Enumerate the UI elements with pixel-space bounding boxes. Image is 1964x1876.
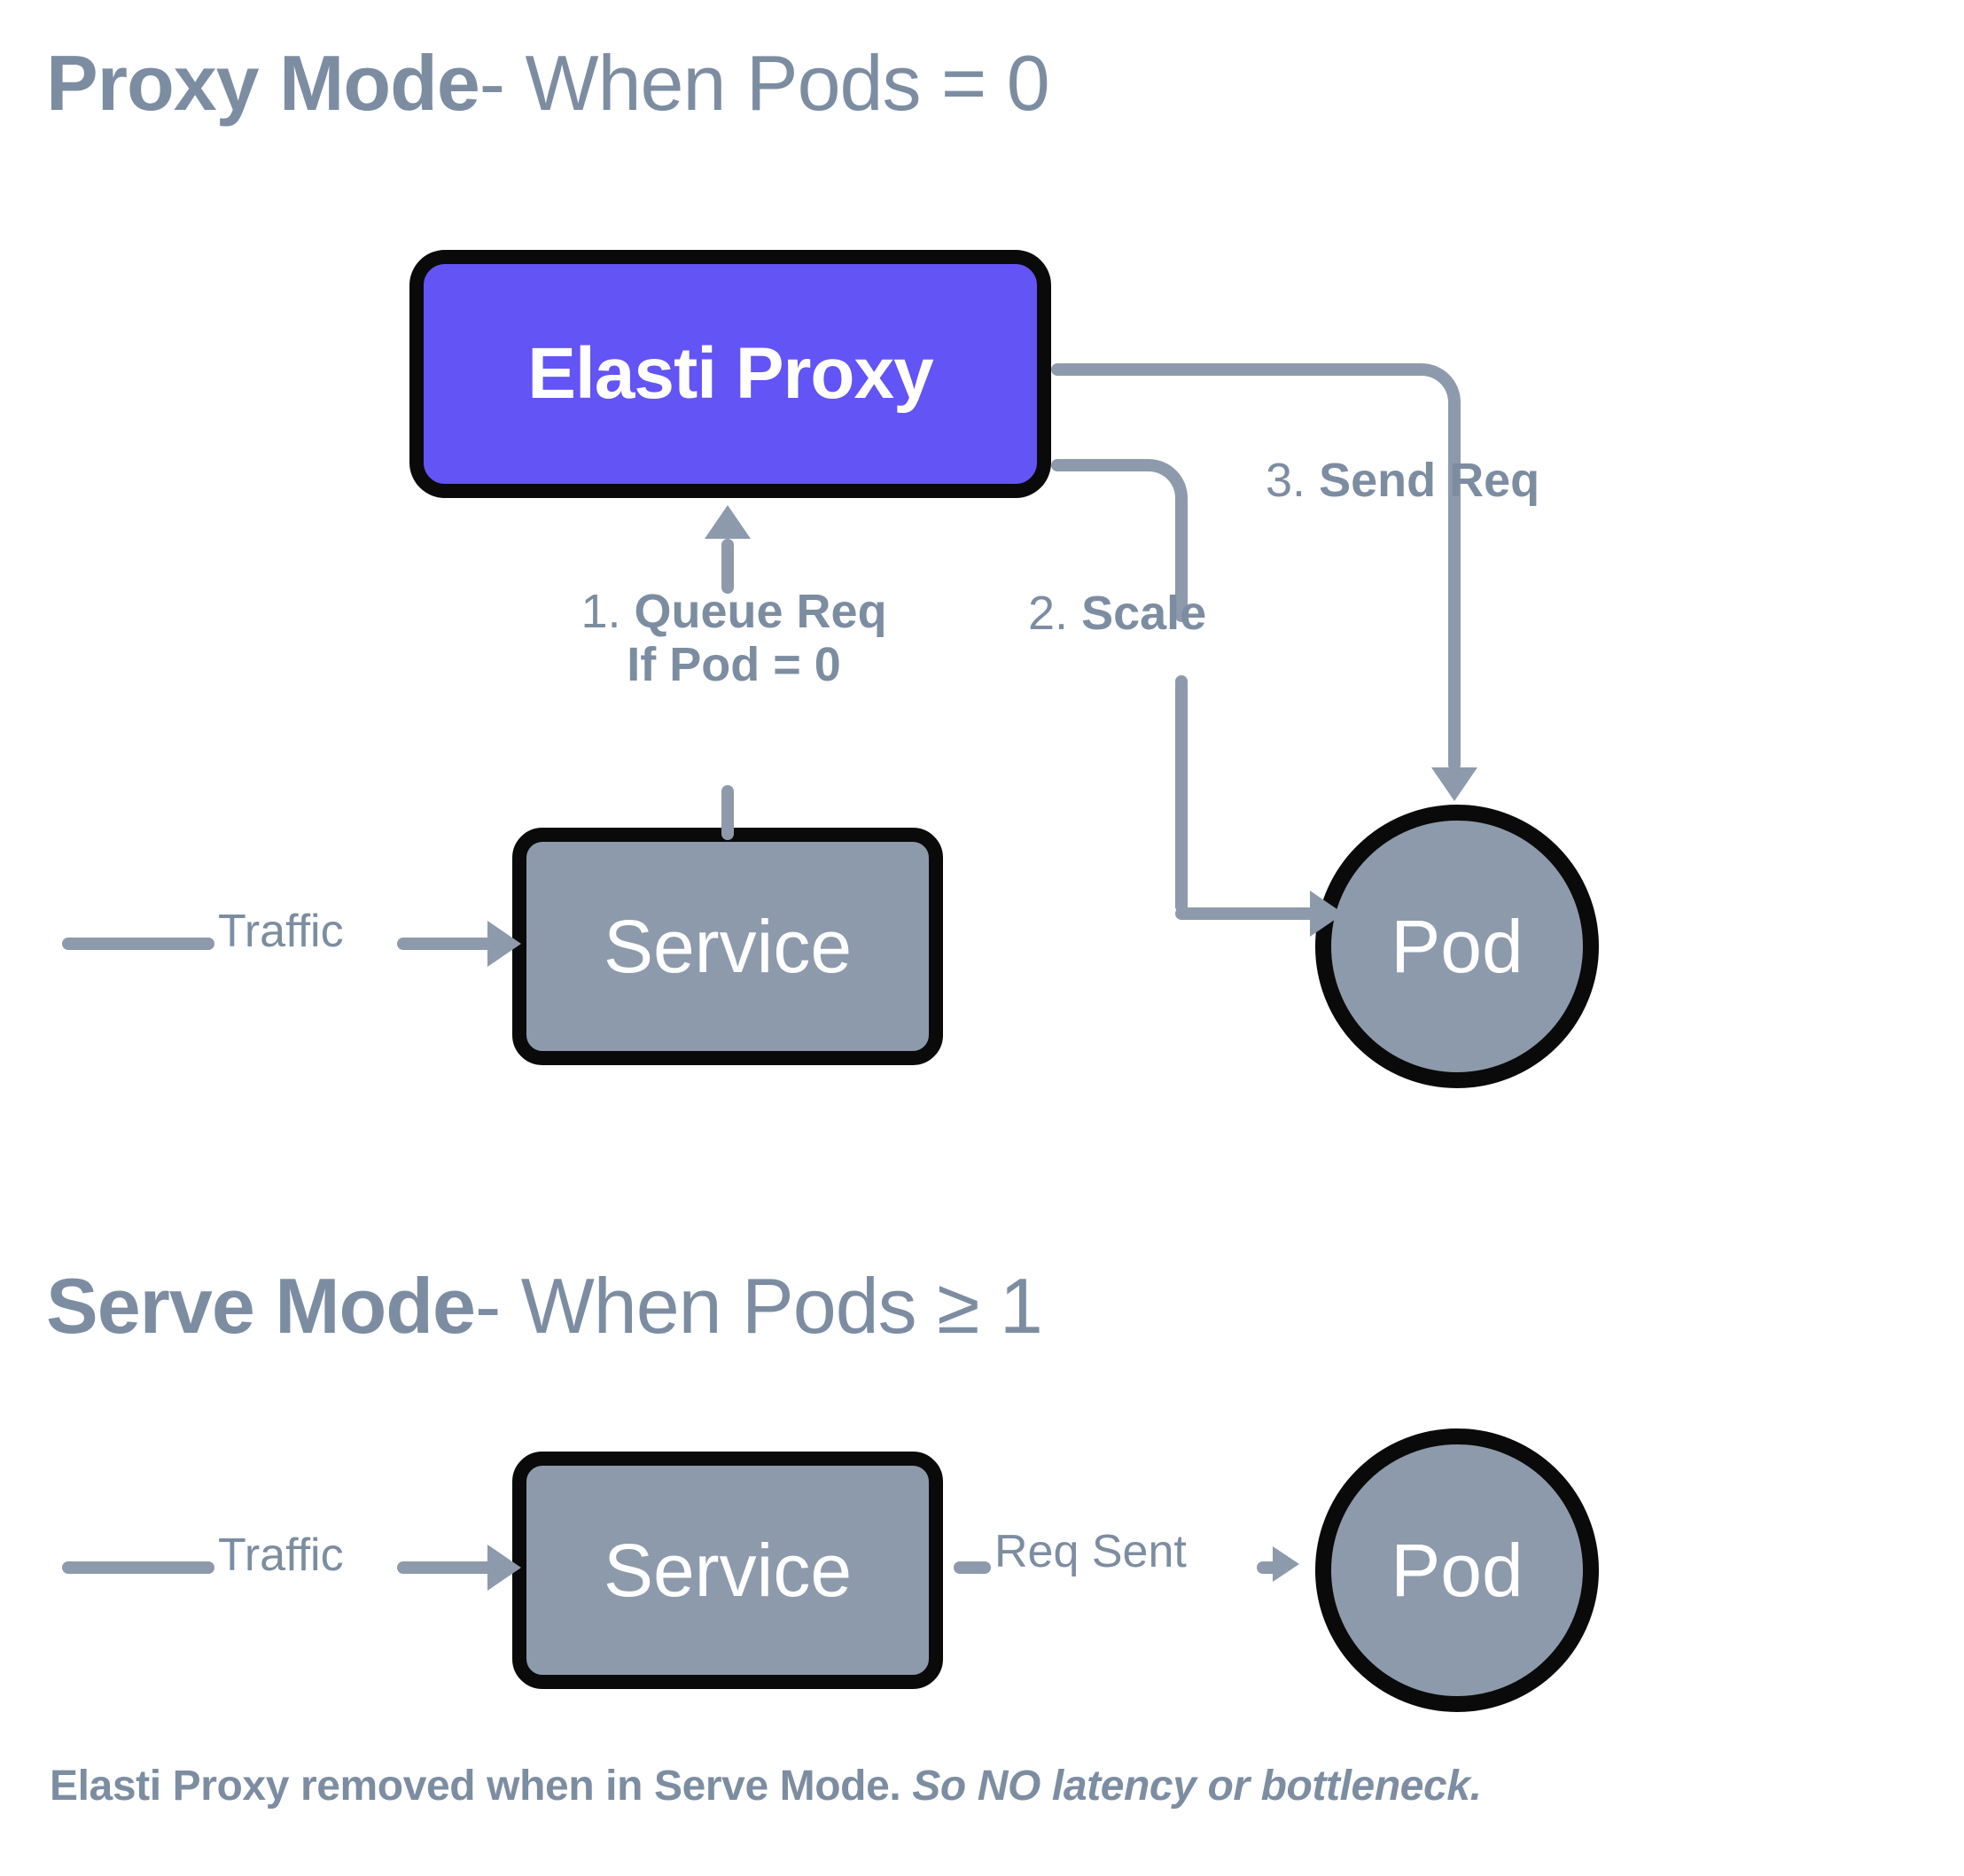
edge-label-traffic-serve: Traffic (218, 1530, 344, 1581)
node-service-proxy-mode-label: Service (603, 905, 853, 988)
footnote-lead: Elasti Proxy removed when in Serve Mode. (50, 1763, 901, 1810)
node-pod-proxy-mode[interactable]: Pod (1315, 805, 1599, 1088)
edge-req-sent-line-left (954, 1561, 991, 1574)
edge-traffic-serve-line-right (397, 1561, 500, 1574)
edge-scale-horizontal-bottom (1175, 907, 1328, 920)
edge-queue-req-line-lower (721, 785, 734, 840)
proxy-mode-title: Proxy Mode- When Pods = 0 (46, 44, 1050, 122)
edge-label-queue-req-cond: If Pod = 0 (627, 638, 841, 692)
node-pod-serve-mode-label: Pod (1391, 1529, 1524, 1612)
serve-mode-title: Serve Mode- When Pods ≥ 1 (46, 1267, 1043, 1345)
edge-scale-vertical (1175, 530, 1188, 622)
edge-traffic-serve-line-left (62, 1561, 214, 1574)
edge-queue-req-arrowhead (705, 505, 751, 539)
edge-send-req-elbow (1383, 363, 1461, 441)
footnote-emphasis: So NO latency or bottleneck. (912, 1763, 1482, 1810)
edge-label-send-req-num: 3. (1266, 454, 1306, 507)
edge-label-queue-req-text: Queue Req (634, 585, 887, 638)
node-service-serve-mode-label: Service (603, 1529, 853, 1612)
serve-mode-title-rest: - When Pods ≥ 1 (474, 1262, 1043, 1350)
node-pod-proxy-mode-label: Pod (1391, 905, 1524, 988)
node-service-proxy-mode[interactable]: Service (512, 828, 943, 1065)
node-pod-serve-mode[interactable]: Pod (1315, 1428, 1599, 1712)
edge-queue-req-line-upper (721, 539, 734, 594)
node-elasti-proxy-label: Elasti Proxy (527, 333, 933, 414)
edge-label-queue-req-num: 1. (581, 585, 621, 638)
edge-send-req-arrowhead (1431, 767, 1477, 801)
edge-req-sent-arrowhead (1273, 1546, 1299, 1582)
edge-label-scale: 2. Scale (1028, 587, 1206, 640)
edge-label-send-req-text: Send Req (1319, 454, 1540, 507)
node-service-serve-mode[interactable]: Service (512, 1452, 943, 1689)
footnote: Elasti Proxy removed when in Serve Mode.… (50, 1765, 1482, 1808)
edge-scale-arrowhead (1310, 891, 1344, 937)
edge-label-send-req: 3. Send Req (1266, 454, 1539, 507)
edge-label-req-sent: Req Sent (994, 1526, 1187, 1577)
edge-send-req-vertical (1448, 434, 1461, 771)
edge-scale-elbow (1110, 459, 1188, 537)
proxy-mode-title-rest: - When Pods = 0 (479, 39, 1050, 127)
edge-scale-vertical-lower (1175, 675, 1188, 913)
edge-traffic-proxy-line-left (62, 938, 214, 950)
edge-traffic-proxy-line-right (397, 938, 500, 950)
edge-traffic-proxy-arrowhead (487, 921, 521, 967)
edge-label-traffic-proxy: Traffic (218, 906, 344, 957)
edge-traffic-serve-arrowhead (487, 1545, 521, 1591)
serve-mode-title-strong: Serve Mode (46, 1262, 476, 1350)
node-elasti-proxy[interactable]: Elasti Proxy (409, 250, 1051, 498)
edge-label-scale-text: Scale (1081, 587, 1207, 640)
edge-label-scale-num: 2. (1028, 587, 1069, 640)
proxy-mode-title-strong: Proxy Mode (46, 39, 480, 127)
edge-send-req-horizontal (1051, 363, 1422, 376)
